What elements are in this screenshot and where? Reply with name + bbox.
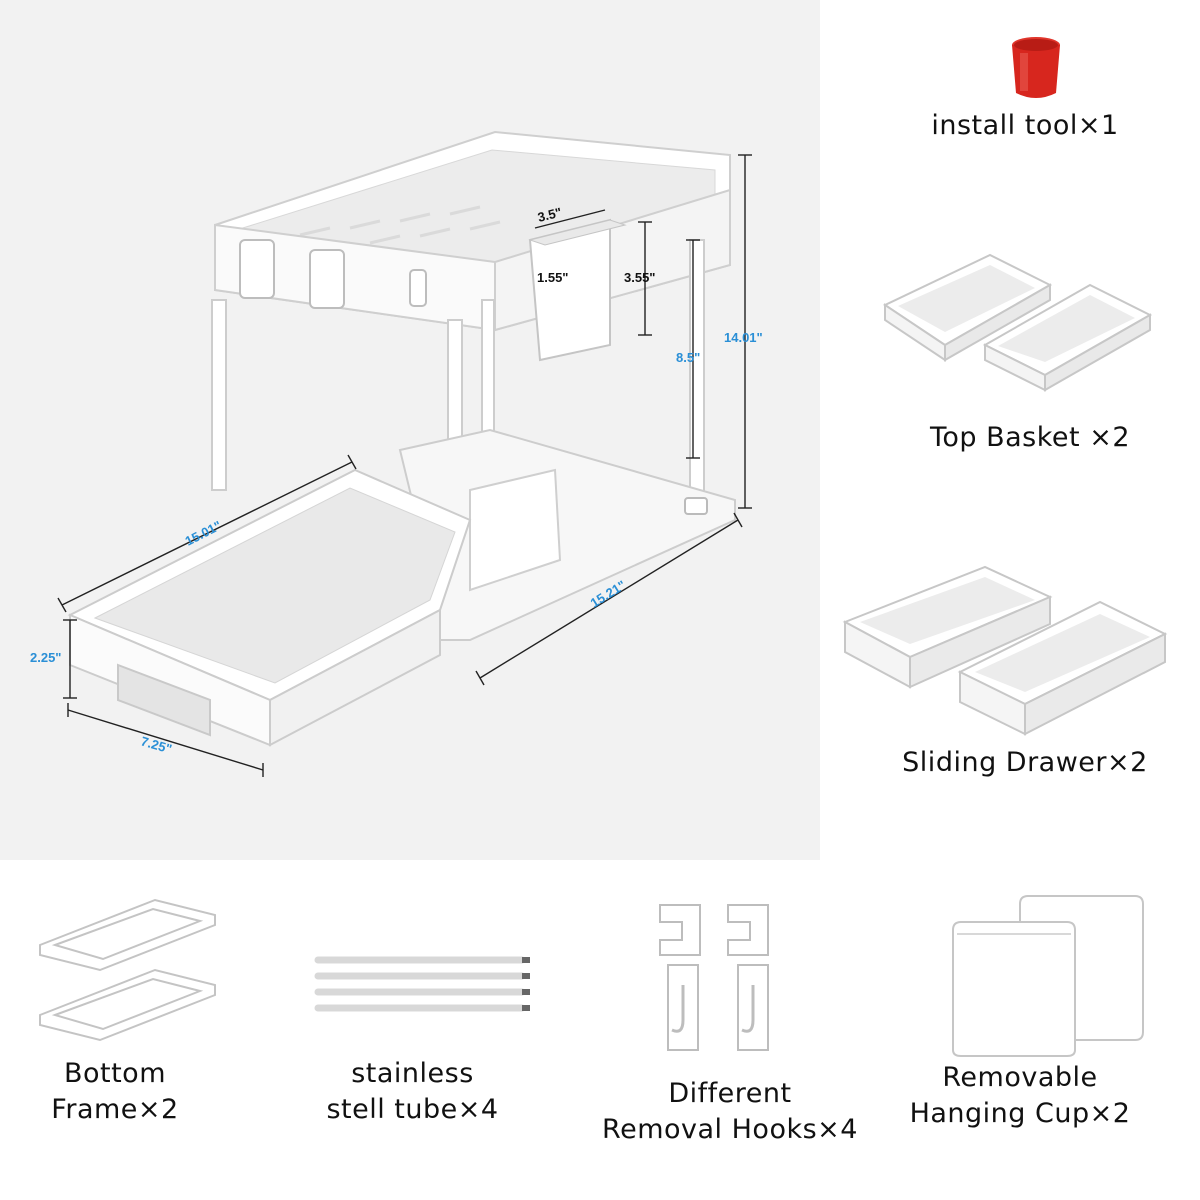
label-sliding-drawer: Sliding Drawer×2 — [902, 747, 1148, 778]
install-tool-image — [1012, 37, 1060, 98]
label-install-tool: install tool×1 — [931, 110, 1119, 141]
steel-tube-image — [314, 956, 530, 1012]
label-cup-line2: Hanging Cup×2 — [909, 1098, 1131, 1129]
label-bottom-frame-line1: Bottom — [63, 1058, 167, 1089]
hanging-cup-image — [952, 895, 1144, 1057]
label-tube-line2: stell tube×4 — [326, 1094, 499, 1125]
bottom-frame-image — [39, 898, 216, 1042]
dim-drawer-height: 2.25" — [30, 650, 61, 665]
dim-top-width: 3.5" — [536, 204, 563, 224]
dim-cup-depth: 1.55" — [537, 270, 568, 285]
organizer-illustration: 3.5" 1.55" 3.55" 8.5" 14.01" 15.01" 15.2… — [30, 130, 763, 777]
removal-hooks-image — [659, 904, 769, 1051]
top-basket-image — [882, 253, 1153, 392]
label-hooks-line2: Removal Hooks×4 — [602, 1114, 858, 1145]
label-cup-line1: Removable — [942, 1062, 1098, 1093]
sliding-drawer-image — [842, 565, 1168, 736]
label-top-basket: Top Basket ×2 — [929, 422, 1131, 453]
label-bottom-frame-line2: Frame×2 — [51, 1094, 179, 1125]
dim-total-height: 14.01" — [724, 330, 763, 345]
dim-width: 7.25" — [139, 733, 173, 756]
dim-upper-height: 8.5" — [676, 350, 700, 365]
dim-cup-height: 3.55" — [624, 270, 655, 285]
label-hooks-line1: Different — [668, 1078, 792, 1109]
product-panel-background — [0, 0, 820, 860]
label-tube-line1: stainless — [351, 1058, 474, 1089]
